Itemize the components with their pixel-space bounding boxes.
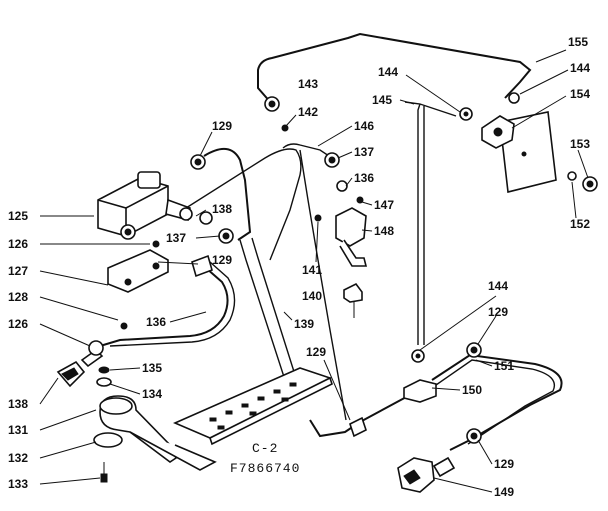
callout-149: 149 xyxy=(494,485,514,499)
callout-134: 134 xyxy=(142,387,162,401)
callout-137-right: 137 xyxy=(354,145,374,159)
callout-129-right: 129 xyxy=(488,305,508,319)
callout-136-right: 136 xyxy=(354,171,374,185)
callout-127: 127 xyxy=(8,264,28,278)
callout-129-mid: 129 xyxy=(212,253,232,267)
callout-137-left: 137 xyxy=(166,231,186,245)
tee-150 xyxy=(403,379,437,403)
callout-153: 153 xyxy=(570,137,590,151)
callout-139: 139 xyxy=(294,317,314,331)
callout-132: 132 xyxy=(8,451,28,465)
tube-139 xyxy=(174,148,302,261)
caption-code: C-2 xyxy=(252,441,278,456)
callout-128: 128 xyxy=(8,290,28,304)
callout-144-top: 144 xyxy=(378,65,398,79)
callout-138-lower: 138 xyxy=(8,397,28,411)
callout-131: 131 xyxy=(8,423,28,437)
callout-129-bottom: 129 xyxy=(494,457,514,471)
callout-125: 125 xyxy=(8,209,28,223)
bracket-154 xyxy=(499,111,557,193)
callout-133: 133 xyxy=(8,477,28,491)
burner-tray xyxy=(172,367,333,439)
callout-152: 152 xyxy=(570,217,590,231)
callout-142: 142 xyxy=(298,105,318,119)
callout-144-right: 144 xyxy=(570,61,590,75)
callout-126-b: 126 xyxy=(8,317,28,331)
callout-141: 141 xyxy=(302,263,322,277)
bracket-127 xyxy=(107,249,169,293)
tube-146 xyxy=(282,143,336,161)
caption-part-number: F7866740 xyxy=(230,461,300,476)
callout-145: 145 xyxy=(372,93,392,107)
callout-144-lower: 144 xyxy=(488,279,508,293)
callout-147: 147 xyxy=(374,198,394,212)
callout-126-a: 126 xyxy=(8,237,28,251)
callout-155: 155 xyxy=(568,35,588,49)
leader-lines xyxy=(39,49,589,493)
tube-145 xyxy=(404,101,457,345)
tube-136 xyxy=(99,267,229,347)
callout-148: 148 xyxy=(374,224,394,238)
callout-136-left: 136 xyxy=(146,315,166,329)
callout-143: 143 xyxy=(298,77,318,91)
tube-155 xyxy=(257,32,532,105)
valve-148 xyxy=(335,207,367,247)
callout-154: 154 xyxy=(570,87,590,101)
callout-135: 135 xyxy=(142,361,162,375)
callout-138-upper: 138 xyxy=(212,202,232,216)
callout-146: 146 xyxy=(354,119,374,133)
callout-140: 140 xyxy=(302,289,322,303)
bracket-140 xyxy=(343,282,363,303)
callout-129-lower: 129 xyxy=(306,345,326,359)
callout-151: 151 xyxy=(494,359,514,373)
callout-129-top: 129 xyxy=(212,119,232,133)
tube-151 xyxy=(431,353,563,451)
callout-150: 150 xyxy=(462,383,482,397)
